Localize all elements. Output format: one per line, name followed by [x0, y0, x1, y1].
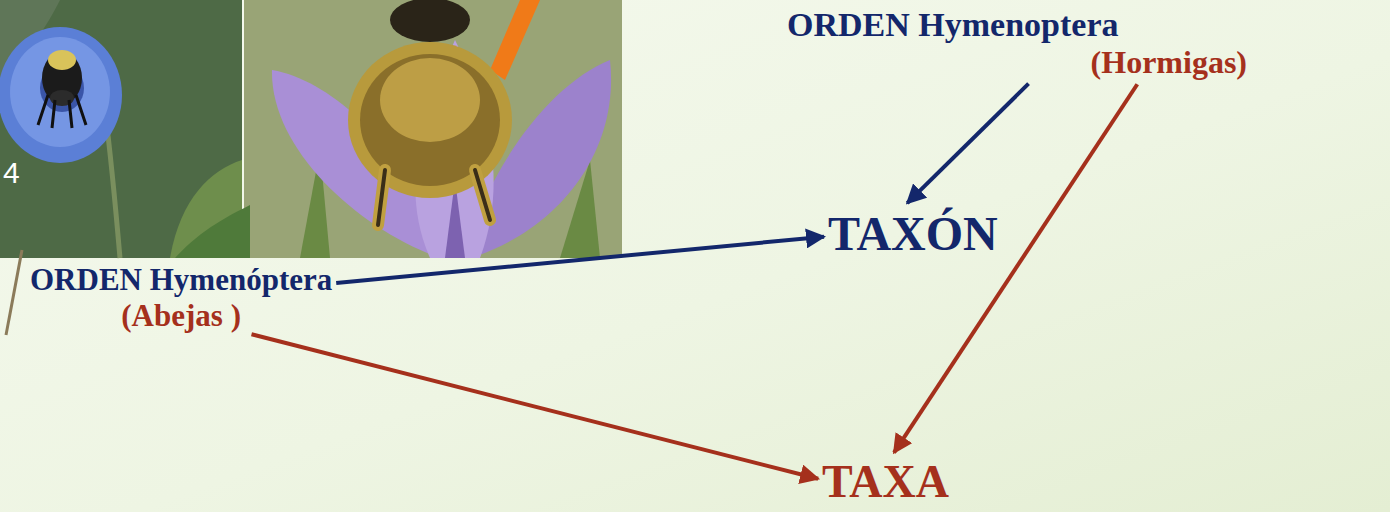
- bumblebee: [348, 0, 512, 225]
- text-node: TAXÓN: [828, 206, 998, 261]
- arrow-connector: [894, 84, 1137, 452]
- node-heading: TAXÓN: [828, 206, 998, 261]
- text-node: ORDEN Hymenóptera(Abejas ): [30, 262, 332, 333]
- blue-flower: [0, 27, 122, 163]
- slide-number: 4: [3, 158, 20, 188]
- text-node: ORDEN Hymenoptera(Hormigas): [787, 5, 1257, 81]
- arrow-connector: [251, 334, 818, 479]
- node-heading: ORDEN Hymenoptera: [787, 5, 1257, 44]
- text-node: TAXA: [822, 456, 949, 509]
- node-heading: TAXA: [822, 456, 949, 509]
- arrow-connector: [336, 237, 824, 283]
- node-subtitle: (Abejas ): [30, 298, 332, 334]
- arrow-connector: [907, 84, 1028, 203]
- bee: [38, 50, 86, 128]
- node-subtitle: (Hormigas): [787, 44, 1257, 81]
- node-heading: ORDEN Hymenóptera: [30, 262, 332, 298]
- deco-line: [6, 250, 22, 335]
